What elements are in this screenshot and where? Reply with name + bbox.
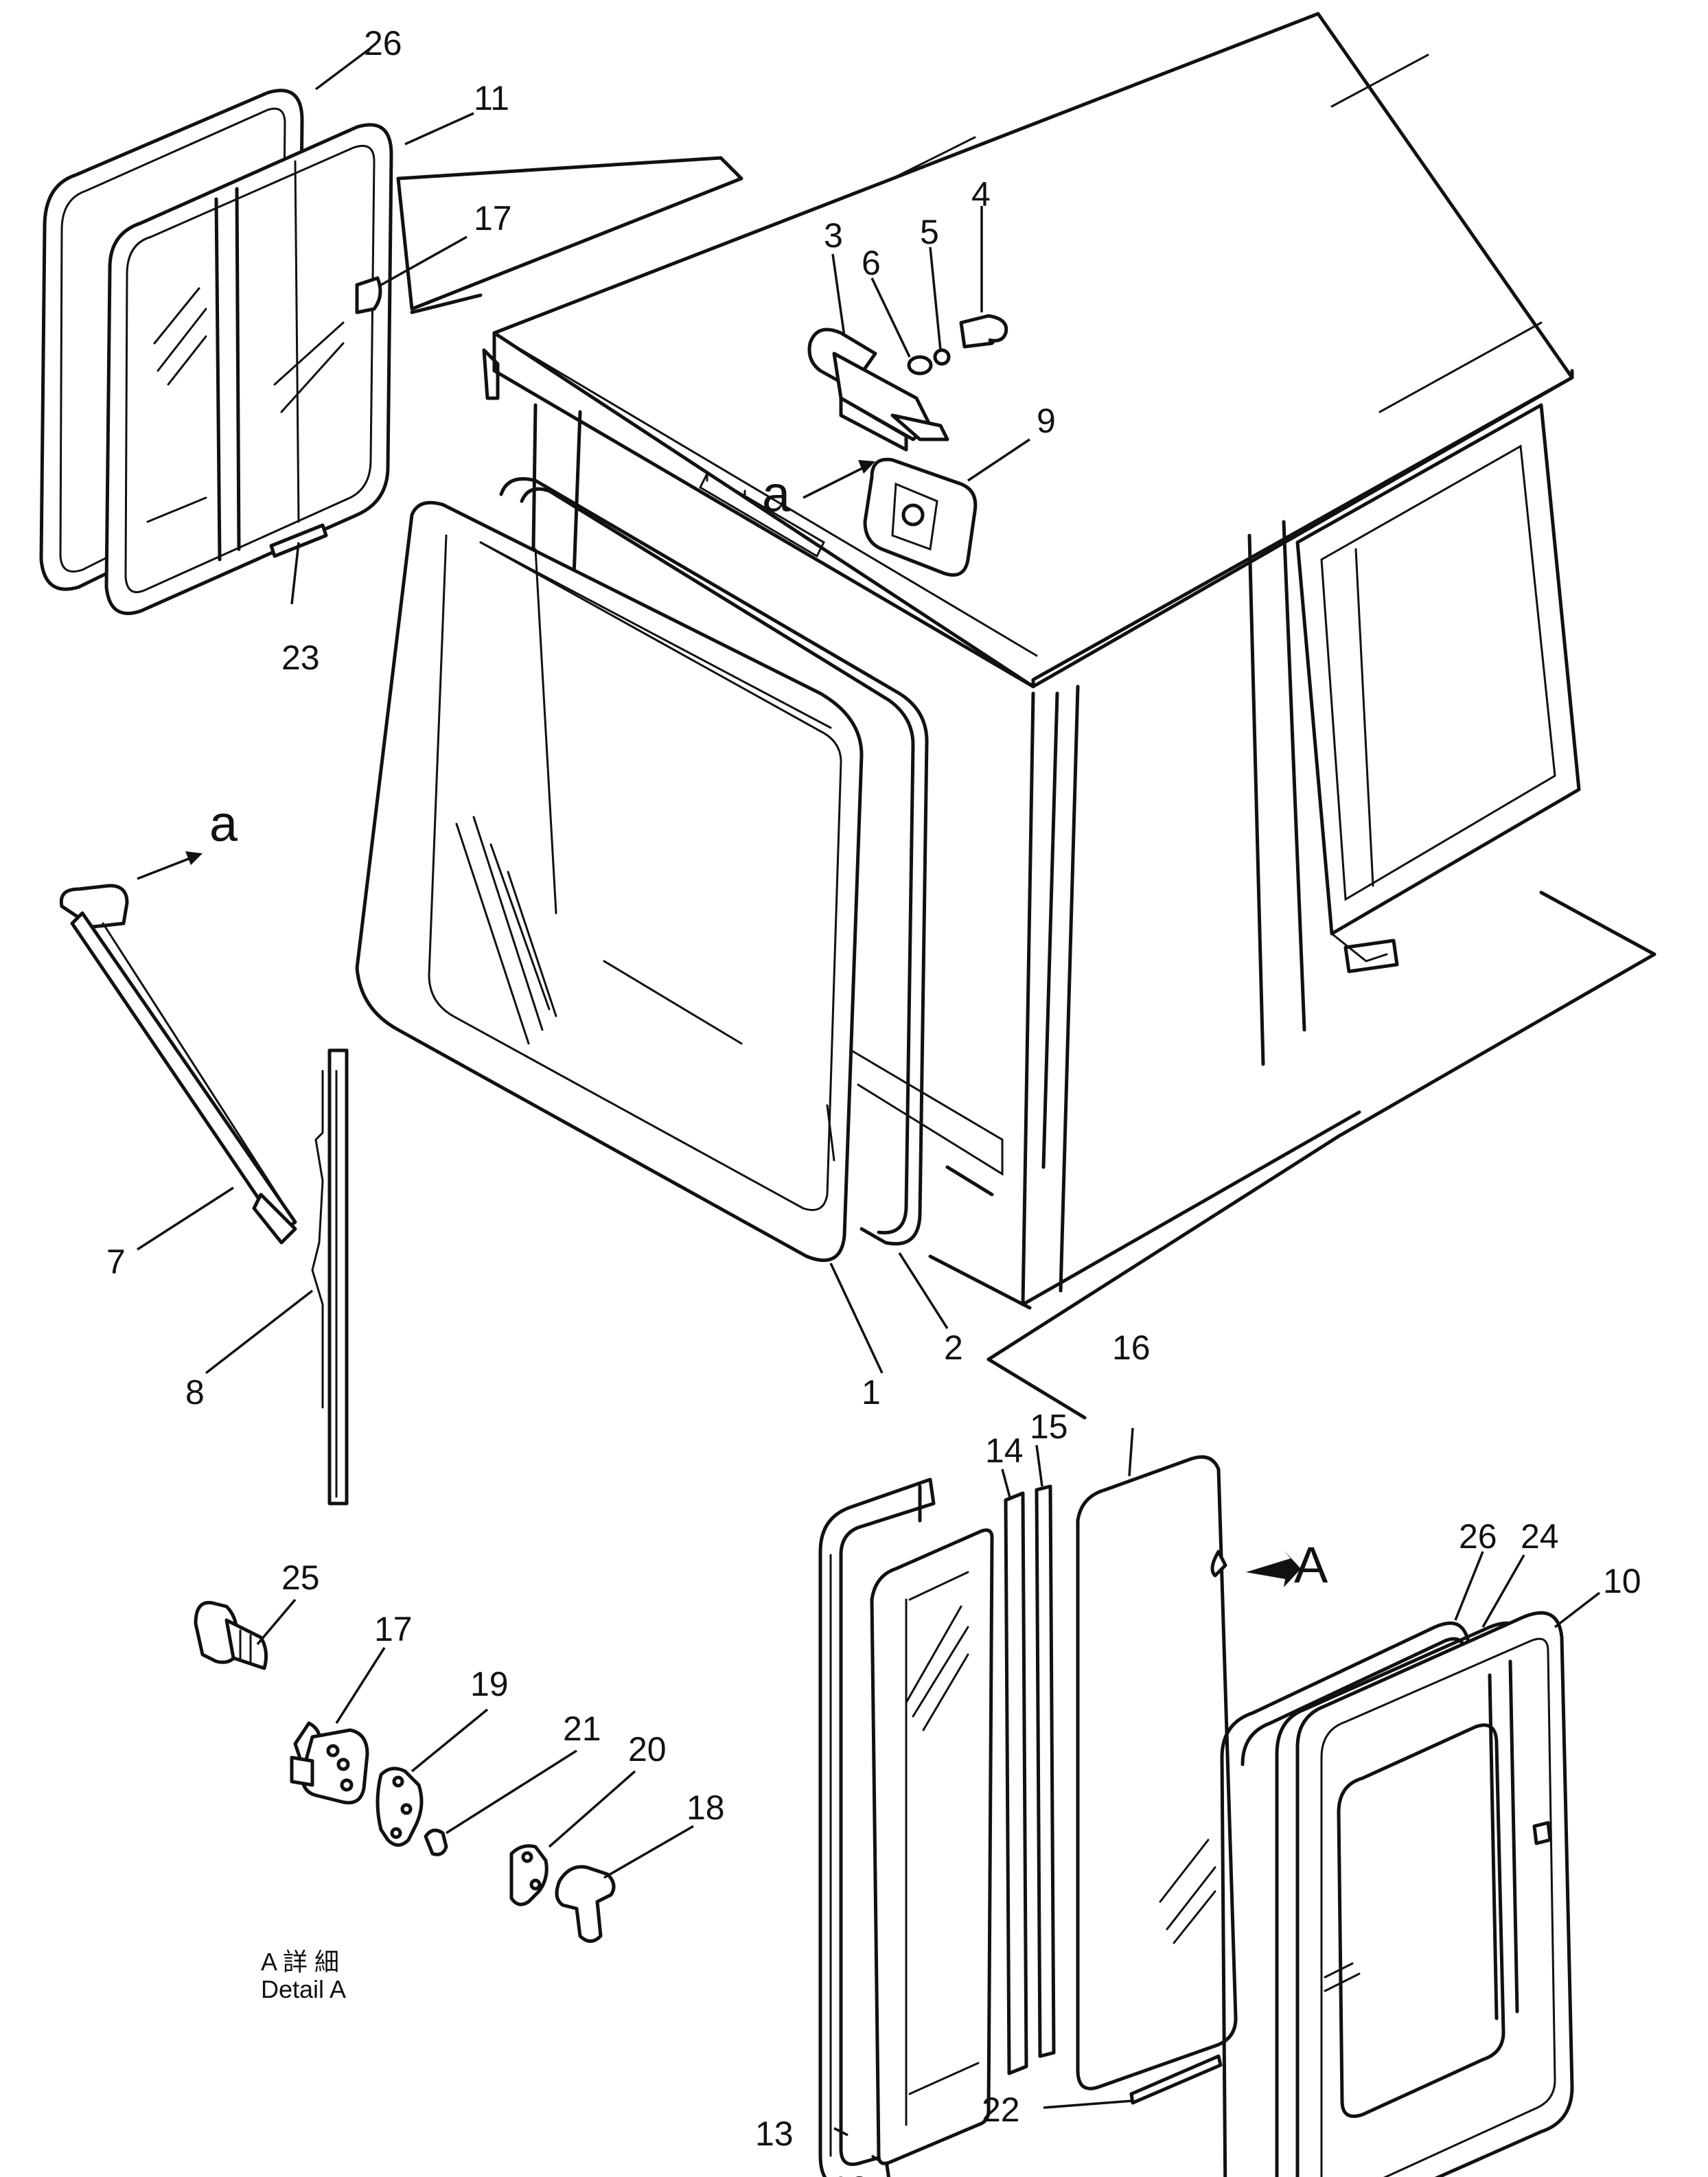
leader-lines [137,47,1601,2164]
detail-a-caption: A 詳 細 Detail A [261,1948,346,2003]
detail-caption-en: Detail A [261,1975,346,2003]
door-glass-assembly [818,1455,1238,2177]
callout-17: 17 [474,199,512,238]
callout-8: 8 [185,1373,205,1412]
callout-21: 21 [563,1709,601,1748]
callout-16: 16 [1112,1328,1151,1367]
view-mark-labels: a a A [209,465,1328,1593]
callout-9: 9 [1037,402,1056,440]
wiper-arm-group [59,884,349,1506]
callout-22: 22 [982,2090,1020,2129]
callout-3: 3 [824,216,843,255]
callout-4: 4 [971,175,991,214]
callout-13: 13 [755,2115,794,2153]
callout-1: 1 [862,1373,881,1412]
view-mark-A: A [1294,1536,1328,1593]
detail-caption-jp: A 詳 細 [261,1948,339,1976]
callout-14: 14 [985,1431,1024,1470]
callout-18: 18 [686,1788,725,1827]
cab-body [396,12,1657,1420]
view-arrows [137,460,1301,1587]
callout-2: 2 [944,1328,963,1367]
arrow-head-icon [858,460,875,474]
callout-15: 15 [1030,1407,1068,1446]
callout-25: 25 [281,1558,320,1597]
callout-19: 19 [470,1665,509,1703]
wiper-motor-group [807,314,1008,577]
callout-24: 24 [1521,1517,1559,1556]
callout-7: 7 [106,1243,126,1281]
callout-26b: 26 [1459,1517,1497,1556]
callout-20: 20 [628,1730,667,1769]
callout-6: 6 [862,244,881,282]
callout-labels: 26 11 17 23 3 6 5 4 9 1 2 7 8 16 14 15 2… [106,24,1641,2177]
callout-10: 10 [1603,1562,1641,1600]
door-window-frame-assembly [1129,1611,1574,2177]
left-window-assembly [39,89,393,615]
view-mark-a-top: a [762,465,791,522]
callout-26: 26 [364,24,402,62]
callout-5: 5 [920,213,939,251]
view-a-arrow-icon [1246,1550,1301,1587]
callout-17b: 17 [374,1610,413,1648]
view-mark-a-left: a [209,795,238,852]
callout-23: 23 [281,638,320,677]
detail-a-parts [194,1600,616,1943]
callout-11: 11 [474,79,509,117]
arrow-head-icon [185,851,203,865]
callout-12: 12 [831,2169,869,2177]
front-glass-assembly [355,477,929,1263]
